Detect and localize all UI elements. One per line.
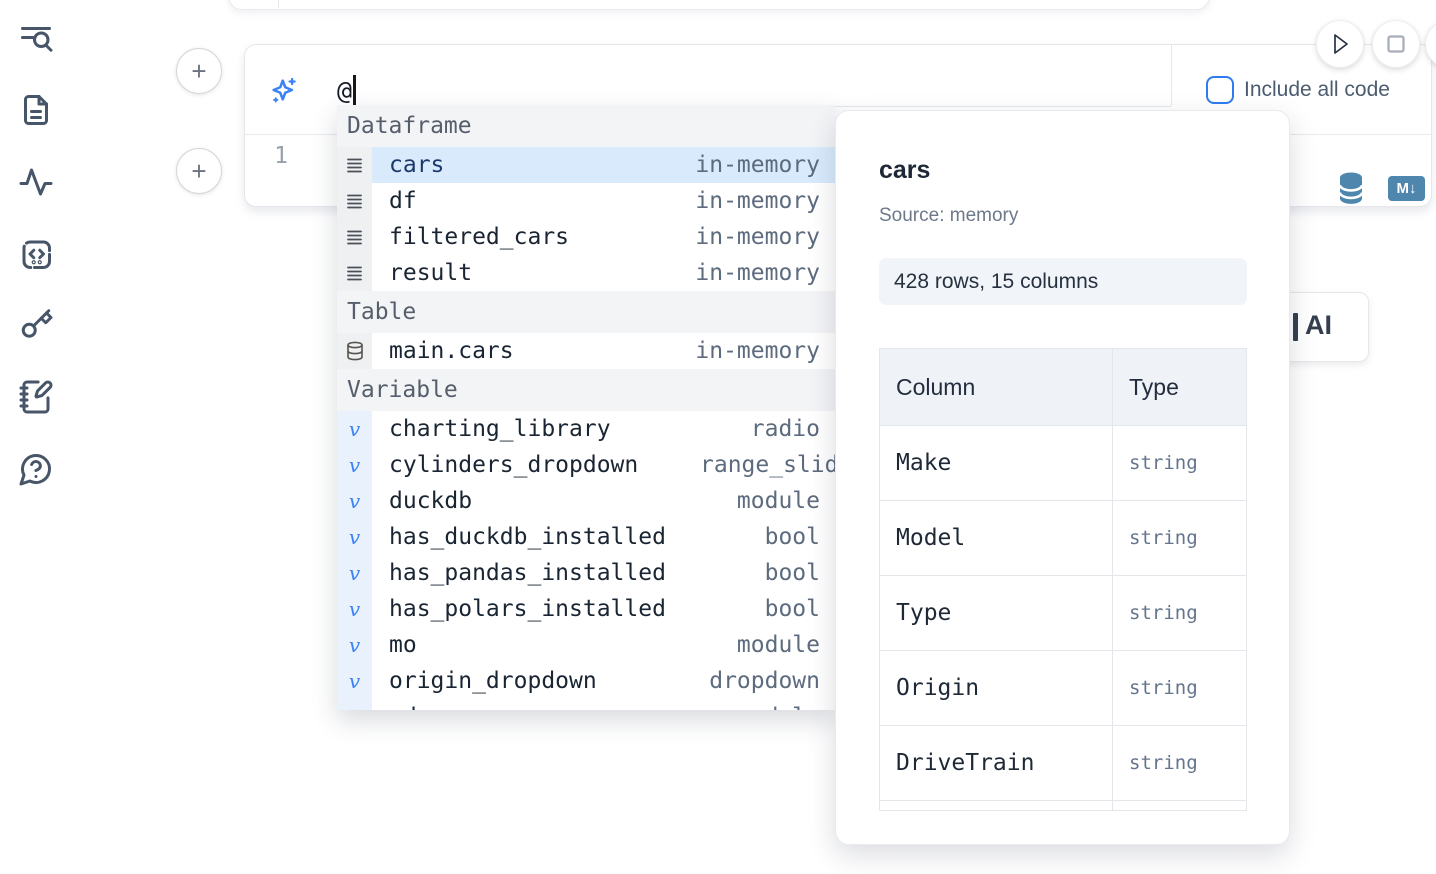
section-header-table: Table [337,291,835,333]
variable-icon: v [337,591,372,627]
preview-title: cars [879,156,931,184]
variable-icon: v [337,627,372,663]
schema-row-make: Make string [880,425,1246,500]
stop-button[interactable] [1372,20,1420,68]
autocomplete-item-mo[interactable]: v mo module [337,627,835,663]
variable-icon: v [337,555,372,591]
autocomplete-item-duckdb[interactable]: v duckdb module [337,483,835,519]
autocomplete-item-filtered-cars[interactable]: filtered_cars in-memory [337,219,835,255]
schema-row-drivetrain: DriveTrain string [880,725,1246,800]
schema-row-model: Model string [880,500,1246,575]
autocomplete-item-has-pandas-installed[interactable]: v has_pandas_installed bool [337,555,835,591]
section-header-dataframe: Dataframe [337,105,835,147]
database-table-icon [337,333,372,369]
autocomplete-item-has-duckdb-installed[interactable]: v has_duckdb_installed bool [337,519,835,555]
autocomplete-item-origin-dropdown[interactable]: v origin_dropdown dropdown [337,663,835,699]
schema-row-partial [880,800,1246,810]
activity-icon[interactable] [18,164,54,200]
autocomplete-item-cylinders-dropdown[interactable]: v cylinders_dropdown range_slider [337,447,835,483]
variable-icon: v [337,483,372,519]
type-header: Type [1129,373,1179,400]
variable-icon [337,699,372,710]
autocomplete-item-main-cars[interactable]: main.cars in-memory [337,333,835,369]
markdown-convert-icon[interactable]: M↓ [1388,176,1425,201]
dataframe-preview-panel: cars Source: memory 428 rows, 15 columns… [835,110,1290,845]
preview-source: Source: memory [879,205,1019,226]
shape-badge: 428 rows, 15 columns [879,258,1247,305]
autocomplete-dropdown: Dataframe cars in-memory df in-memory fi… [337,105,835,710]
plus-icon: + [191,56,207,86]
prompt-right-divider [1171,45,1172,106]
dataframe-icon [337,183,372,219]
ai-sparkle-icon [269,75,299,105]
markdown-badge-text: M↓ [1396,180,1417,197]
text-search-icon[interactable] [18,21,54,57]
dataframe-icon [337,255,372,291]
notebook-pen-icon[interactable] [18,379,54,415]
prompt-text: @ [337,75,353,105]
include-all-code-checkbox[interactable] [1206,76,1234,104]
file-document-icon[interactable] [18,92,54,128]
dataframe-icon [337,219,372,255]
ai-button-clipped-text [1293,313,1298,341]
previous-cell-edge [228,0,1210,10]
variable-icon: v [337,663,372,699]
text-cursor [353,75,356,105]
plus-icon: + [191,156,207,186]
autocomplete-item-pd[interactable]: pd module [337,699,835,710]
line-number: 1 [274,143,288,169]
schema-row-type: Type string [880,575,1246,650]
schema-header-row: Column Type [880,349,1246,425]
section-header-variable: Variable [337,369,835,411]
variable-icon: v [337,447,372,483]
help-chat-icon[interactable] [18,451,54,487]
autocomplete-item-df[interactable]: df in-memory [337,183,835,219]
previous-cell-divider [278,0,279,8]
dataframe-icon [337,147,372,183]
run-cell-button[interactable] [1316,20,1364,68]
key-icon[interactable] [18,307,54,343]
code-block-icon[interactable] [18,236,54,272]
ai-prompt-input[interactable]: @ [337,75,356,105]
schema-row-origin: Origin string [880,650,1246,725]
variable-icon: v [337,411,372,447]
add-cell-button[interactable]: + [176,48,222,94]
column-header: Column [880,349,1113,425]
autocomplete-item-cars[interactable]: cars in-memory [337,147,835,183]
autocomplete-item-result[interactable]: result in-memory [337,255,835,291]
autocomplete-item-has-polars-installed[interactable]: v has_polars_installed bool [337,591,835,627]
include-all-code-label[interactable]: Include all code [1244,78,1390,101]
ai-button-label: AI [1305,310,1332,340]
autocomplete-item-charting-library[interactable]: v charting_library radio [337,411,835,447]
schema-table: Column Type Make string Model string Typ… [879,348,1247,811]
variable-icon: v [337,519,372,555]
datasource-icon[interactable] [1336,171,1366,206]
add-cell-button[interactable]: + [176,148,222,194]
